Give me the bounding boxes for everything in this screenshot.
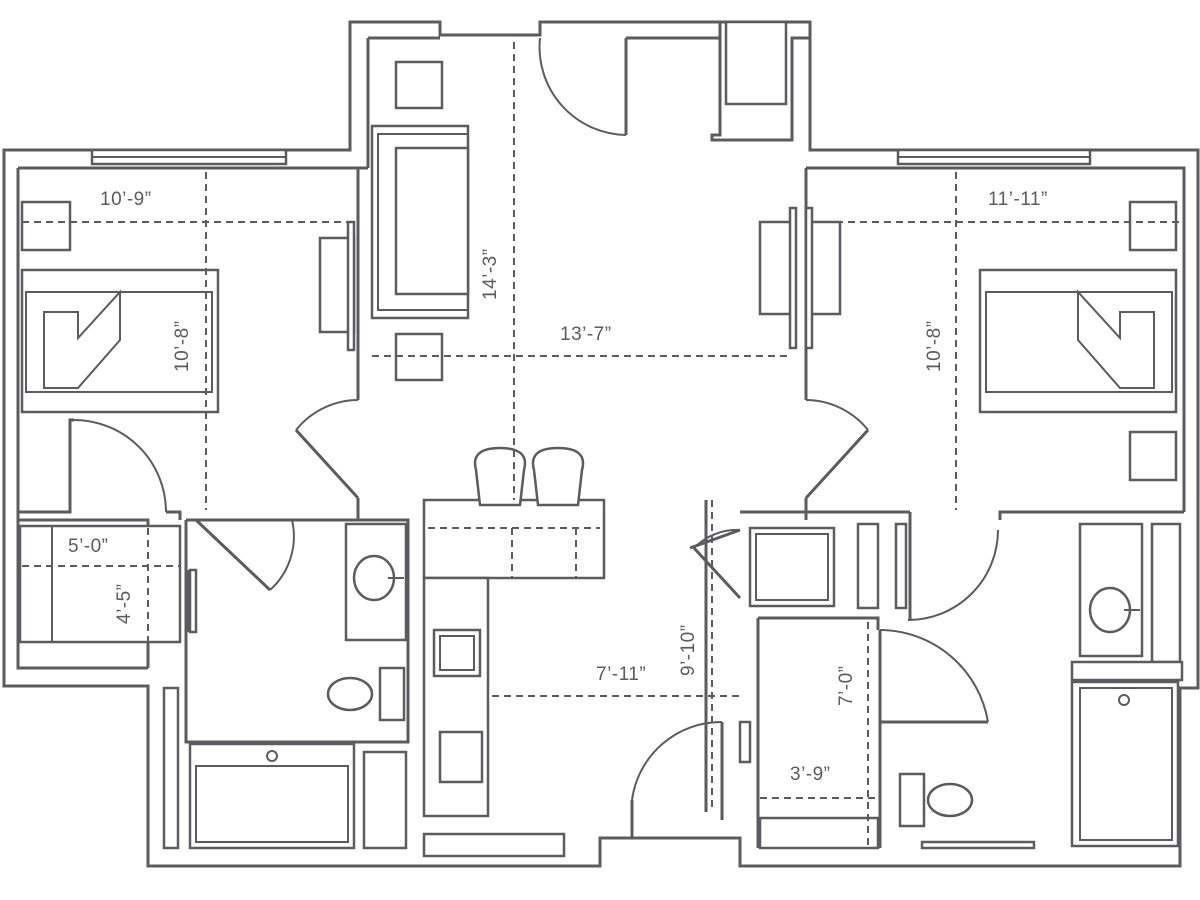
- nightstand-right: [1128, 200, 1178, 252]
- dim-closet-right-depth: 7’-0”: [836, 665, 857, 706]
- dim-closet-left-width: 5’-0”: [68, 536, 109, 557]
- dim-closet-left-depth: 4’-5”: [114, 583, 135, 624]
- dim-bedroom-left-width: 10’-9”: [100, 189, 152, 210]
- dim-closet-right-width: 3’-9”: [790, 764, 831, 785]
- tub-left: [188, 742, 356, 850]
- tv-console-right: [808, 220, 842, 316]
- tv-left: [788, 206, 798, 350]
- living-room: [294, 60, 870, 520]
- bathroom-left: [162, 518, 410, 850]
- dim-bedroom-right-width: 11’-11”: [988, 189, 1048, 210]
- closet-left: [18, 524, 182, 644]
- bedroom-right: [689, 148, 1184, 850]
- range: [438, 730, 484, 784]
- dim-bedroom-left-depth: 10’-8”: [172, 320, 193, 372]
- toilet-right: [926, 782, 974, 818]
- bed-sheet-fold-left: [43, 289, 121, 389]
- nightstand-left: [20, 200, 72, 252]
- toilet-tank-left: [378, 666, 406, 722]
- toilet-left: [326, 676, 374, 712]
- pantry: [422, 832, 566, 858]
- dim-living-width: 13’-7”: [560, 324, 612, 345]
- kitchen-island: [422, 498, 606, 580]
- bathroom-right: [898, 522, 1184, 850]
- closet-cabinet: [724, 20, 788, 106]
- side-table-top: [394, 60, 444, 110]
- sofa-seat: [394, 146, 470, 296]
- bar-stool-1: [473, 446, 527, 507]
- tv-right: [804, 206, 814, 350]
- bedroom-left: [18, 148, 356, 668]
- washer-dryer: [748, 526, 836, 608]
- dim-bedroom-right-depth: 10’-8”: [924, 320, 945, 372]
- toilet-tank-right: [898, 772, 926, 828]
- wardrobe-door-left: [346, 220, 356, 352]
- entry-door: [538, 20, 810, 142]
- dim-kitchen-depth: 9’-10”: [678, 624, 699, 676]
- linen-closet-left: [362, 750, 408, 850]
- bed-sheet-fold-right: [1077, 289, 1155, 389]
- dimension-lines: [22, 42, 1180, 846]
- shower-right: [1070, 680, 1180, 848]
- bar-stool-2: [531, 446, 585, 507]
- exterior-walls: [2, 20, 1200, 868]
- door-panel: [738, 720, 752, 764]
- kitchen-sink: [432, 628, 482, 678]
- dim-living-depth: 14’-3”: [480, 248, 501, 300]
- kitchen: [422, 446, 752, 858]
- dresser-right: [1128, 430, 1178, 482]
- dim-kitchen-width: 7’-11”: [596, 664, 646, 685]
